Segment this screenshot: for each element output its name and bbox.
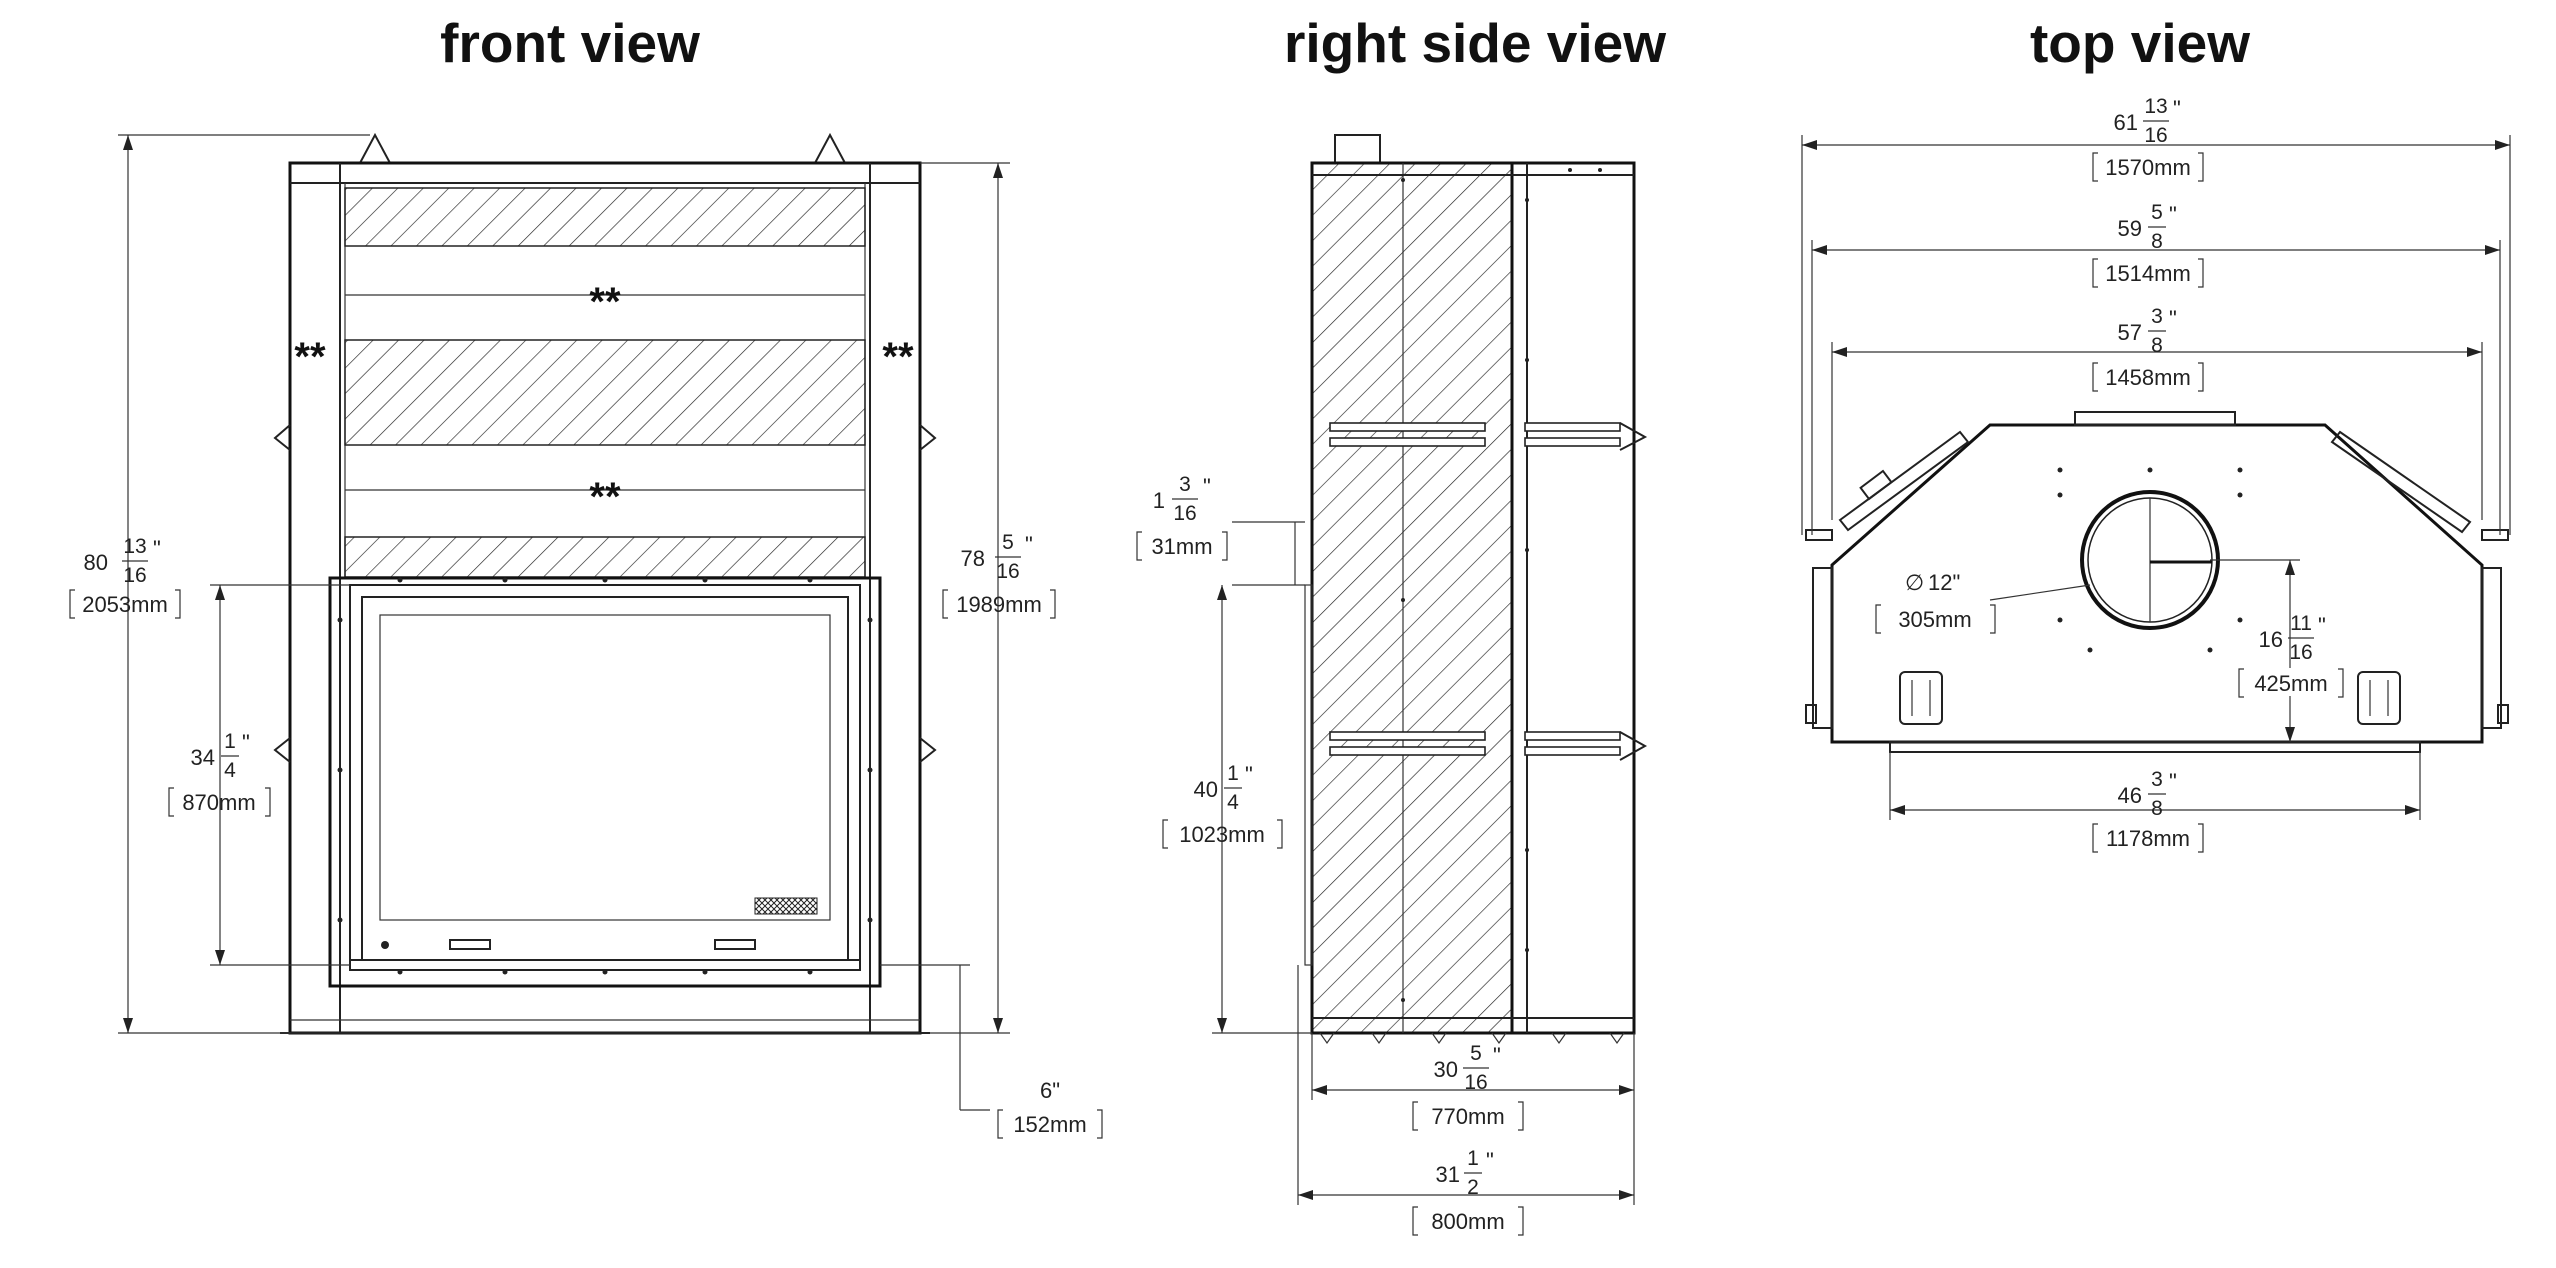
svg-text:": " <box>2173 96 2181 121</box>
svg-text:3: 3 <box>2151 768 2163 791</box>
note-mark-right: ** <box>882 335 914 379</box>
note-mark-lower: ** <box>589 475 621 519</box>
svg-text:16: 16 <box>996 560 1019 583</box>
svg-text:3: 3 <box>1179 473 1191 496</box>
svg-text:31mm: 31mm <box>1151 534 1212 559</box>
dim-top-base-width: 46 3 8 " 1178mm <box>2092 768 2204 853</box>
svg-text:57: 57 <box>2118 320 2142 345</box>
svg-text:31: 31 <box>1436 1162 1460 1187</box>
svg-text:770mm: 770mm <box>1431 1104 1504 1129</box>
svg-text:4: 4 <box>224 759 236 782</box>
svg-text:61: 61 <box>2114 110 2138 135</box>
svg-text:16: 16 <box>2289 641 2312 664</box>
svg-text:": " <box>1203 474 1211 499</box>
top-view-title: top view <box>2030 12 2250 74</box>
top-view-drawing <box>1801 135 2511 820</box>
svg-text:80: 80 <box>84 550 108 575</box>
svg-text:": " <box>1025 532 1033 557</box>
svg-text:870mm: 870mm <box>182 790 255 815</box>
svg-text:1: 1 <box>224 730 236 753</box>
dim-side-opening-height: 40 1 4 " 1023mm <box>1162 762 1283 849</box>
svg-text:16: 16 <box>1464 1071 1487 1094</box>
svg-text:40: 40 <box>1194 777 1218 802</box>
svg-text:13: 13 <box>123 535 146 558</box>
svg-text:1570mm: 1570mm <box>2105 155 2191 180</box>
svg-text:12": 12" <box>1928 570 1960 595</box>
note-mark-upper: ** <box>589 280 621 324</box>
svg-text:16: 16 <box>123 564 146 587</box>
dim-top-width-3: 57 3 8 " 1458mm <box>2092 305 2204 392</box>
dim-top-flue-diameter: ∅ 12" 305mm <box>1875 570 1996 634</box>
svg-text:": " <box>1486 1148 1494 1173</box>
dim-top-flue-depth: 16 11 16 " 425mm <box>2238 612 2344 698</box>
svg-text:46: 46 <box>2118 783 2142 808</box>
svg-text:": " <box>2169 306 2177 331</box>
svg-text:": " <box>1245 762 1253 787</box>
svg-text:1: 1 <box>1153 488 1165 513</box>
dim-front-opening-height: 34 1 4 " 870mm <box>168 730 271 817</box>
front-view-title: front view <box>440 12 700 74</box>
svg-text:": " <box>1493 1043 1501 1068</box>
note-mark-left: ** <box>294 335 326 379</box>
svg-text:2053mm: 2053mm <box>82 592 168 617</box>
svg-text:8: 8 <box>2151 797 2163 820</box>
dim-front-base-offset: 6" 152mm <box>997 1078 1103 1139</box>
svg-text:16: 16 <box>2144 124 2167 147</box>
svg-text:30: 30 <box>1434 1057 1458 1082</box>
svg-text:6": 6" <box>1040 1078 1060 1103</box>
dim-side-overall-depth: 31 1 2 " 800mm <box>1412 1147 1524 1236</box>
svg-text:152mm: 152mm <box>1013 1112 1086 1137</box>
svg-text:1989mm: 1989mm <box>956 592 1042 617</box>
front-view-drawing: ** ** ** ** <box>118 132 1010 1111</box>
svg-text:34: 34 <box>191 745 215 770</box>
svg-text:13: 13 <box>2144 95 2167 118</box>
svg-text:59: 59 <box>2118 216 2142 241</box>
side-view-drawing <box>1212 134 1648 1205</box>
svg-text:425mm: 425mm <box>2254 671 2327 696</box>
svg-text:1458mm: 1458mm <box>2105 365 2191 390</box>
svg-text:78: 78 <box>961 546 985 571</box>
svg-text:": " <box>242 730 250 755</box>
svg-text:1514mm: 1514mm <box>2105 261 2191 286</box>
svg-text:": " <box>153 536 161 561</box>
svg-text:16: 16 <box>2259 627 2283 652</box>
svg-text:": " <box>2169 202 2177 227</box>
svg-text:800mm: 800mm <box>1431 1209 1504 1234</box>
svg-text:1: 1 <box>1227 762 1239 785</box>
dim-top-width-2: 59 5 8 " 1514mm <box>2092 201 2204 288</box>
svg-text:3: 3 <box>2151 305 2163 328</box>
svg-text:1: 1 <box>1467 1147 1479 1170</box>
svg-text:2: 2 <box>1467 1176 1479 1199</box>
dim-side-flue-offset: 1 3 16 " 31mm <box>1136 473 1228 561</box>
svg-text:16: 16 <box>1173 502 1196 525</box>
svg-text:1023mm: 1023mm <box>1179 822 1265 847</box>
dim-front-overall-height: 80 13 16 " 2053mm <box>69 535 181 619</box>
side-view-title: right side view <box>1284 12 1666 74</box>
dim-front-frame-height: 78 5 16 " 1989mm <box>942 531 1056 619</box>
svg-text:∅: ∅ <box>1905 570 1924 595</box>
svg-text:5: 5 <box>1470 1042 1482 1065</box>
svg-text:5: 5 <box>1002 531 1014 554</box>
svg-text:4: 4 <box>1227 791 1239 814</box>
svg-text:": " <box>2318 613 2326 638</box>
dim-top-width-1: 61 13 16 " 1570mm <box>2092 95 2204 182</box>
svg-text:5: 5 <box>2151 201 2163 224</box>
svg-text:305mm: 305mm <box>1898 607 1971 632</box>
svg-text:11: 11 <box>2290 612 2312 635</box>
svg-text:8: 8 <box>2151 334 2163 357</box>
svg-text:1178mm: 1178mm <box>2106 826 2190 851</box>
svg-text:": " <box>2169 769 2177 794</box>
dim-side-body-depth: 30 5 16 " 770mm <box>1412 1042 1524 1131</box>
svg-text:8: 8 <box>2151 230 2163 253</box>
